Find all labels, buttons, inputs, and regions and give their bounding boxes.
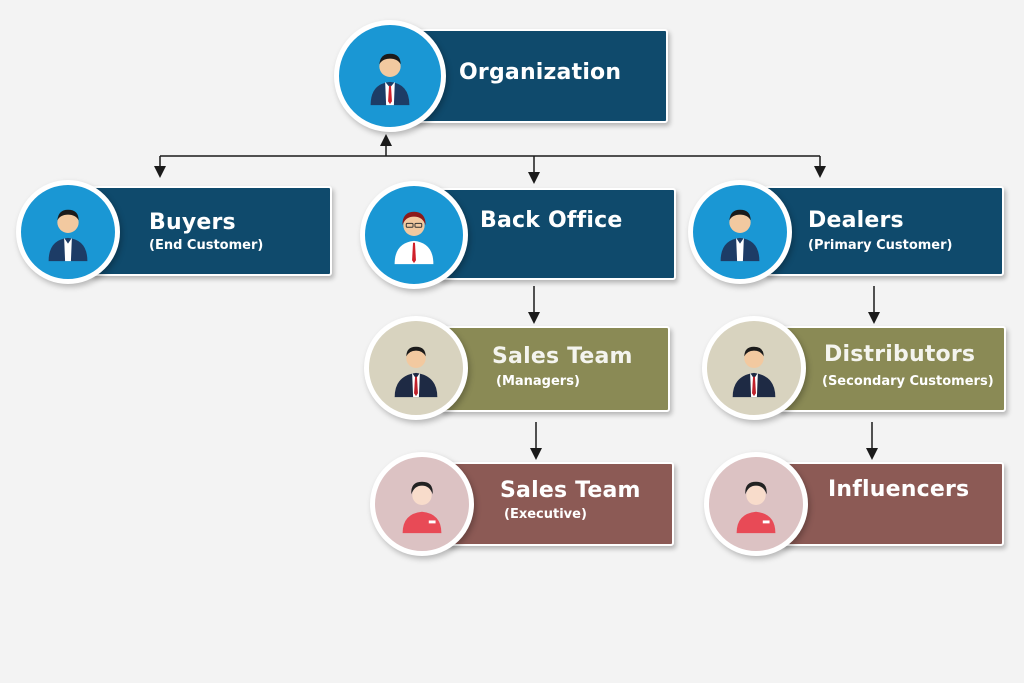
node-box [438, 188, 676, 280]
node-box [90, 186, 332, 276]
node-title: Buyers [149, 210, 236, 235]
node-box [778, 326, 1006, 412]
businessman-icon [16, 180, 120, 284]
businessman-red-tie-icon [334, 20, 446, 132]
node-subtitle: (Executive) [504, 507, 587, 522]
node-box [446, 462, 674, 546]
executive-icon [704, 452, 808, 556]
node-box [780, 462, 1004, 546]
businessman-icon [688, 180, 792, 284]
node-box [440, 326, 670, 412]
manager-icon [702, 316, 806, 420]
executive-icon [370, 452, 474, 556]
node-subtitle: (Secondary Customers) [822, 374, 994, 389]
node-subtitle: (Managers) [496, 374, 580, 389]
node-title: Organization [459, 60, 622, 85]
node-box [764, 186, 1004, 276]
node-title: Influencers [828, 477, 970, 502]
node-box [410, 29, 668, 123]
node-title: Dealers [808, 208, 904, 233]
office-worker-glasses-icon [360, 181, 468, 289]
node-title: Distributors [824, 342, 976, 367]
node-subtitle: (Primary Customer) [808, 238, 953, 253]
node-subtitle: (End Customer) [149, 238, 264, 253]
node-title: Sales Team [492, 344, 633, 369]
manager-icon [364, 316, 468, 420]
node-title: Back Office [480, 208, 623, 233]
node-title: Sales Team [500, 478, 641, 503]
